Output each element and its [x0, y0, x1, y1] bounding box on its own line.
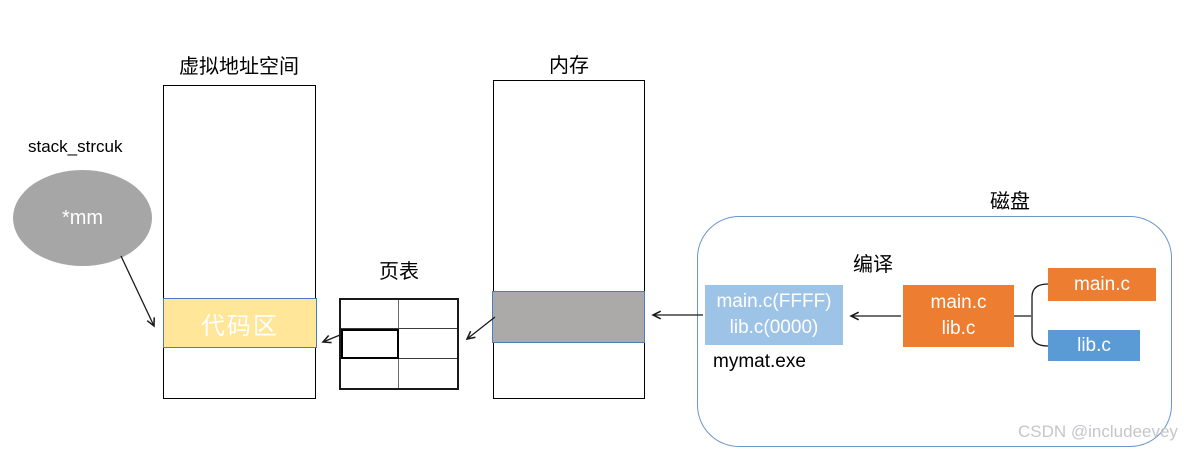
virtual-address-space-box: [163, 85, 316, 399]
executable-name-label: mymat.exe: [713, 351, 806, 372]
arrow-pagetable-to-codearea: [321, 334, 341, 344]
watermark: CSDN @includeevey: [1018, 422, 1178, 441]
arrow-memory-to-pagetable: [465, 316, 496, 341]
source-line2: lib.c: [941, 318, 976, 339]
page-table-cell: [399, 329, 457, 359]
memory-box: [493, 80, 645, 399]
page-table-cell: [399, 359, 457, 388]
page-table-cell-highlighted: [341, 329, 399, 359]
page-table-cell: [399, 300, 457, 330]
lib-c-box: lib.c: [1048, 330, 1140, 361]
page-table-cell: [341, 300, 399, 330]
stack-struct-ellipse: *mm: [13, 170, 152, 266]
executable-box: main.c(FFFF) lib.c(0000): [705, 285, 843, 345]
page-table-label: 页表: [379, 261, 419, 283]
executable-line2: lib.c(0000): [729, 317, 819, 338]
code-area-strip: 代码区: [163, 298, 317, 348]
page-table-cell: [341, 358, 399, 388]
memory-loaded-strip: [492, 291, 645, 343]
disk-label: 磁盘: [990, 191, 1030, 213]
virtual-address-space-label: 虚拟地址空间: [179, 56, 299, 78]
compile-label: 编译: [853, 254, 893, 276]
source-line1: main.c: [930, 292, 987, 313]
source-files-box: main.c lib.c: [903, 285, 1014, 347]
arrow-stack-to-codearea: [120, 255, 155, 328]
page-table-grid: [339, 298, 459, 390]
memory-label: 内存: [549, 55, 589, 77]
main-c-box: main.c: [1048, 268, 1156, 301]
executable-line1: main.c(FFFF): [716, 291, 832, 312]
stack-struct-label: stack_strcuk: [28, 137, 123, 156]
